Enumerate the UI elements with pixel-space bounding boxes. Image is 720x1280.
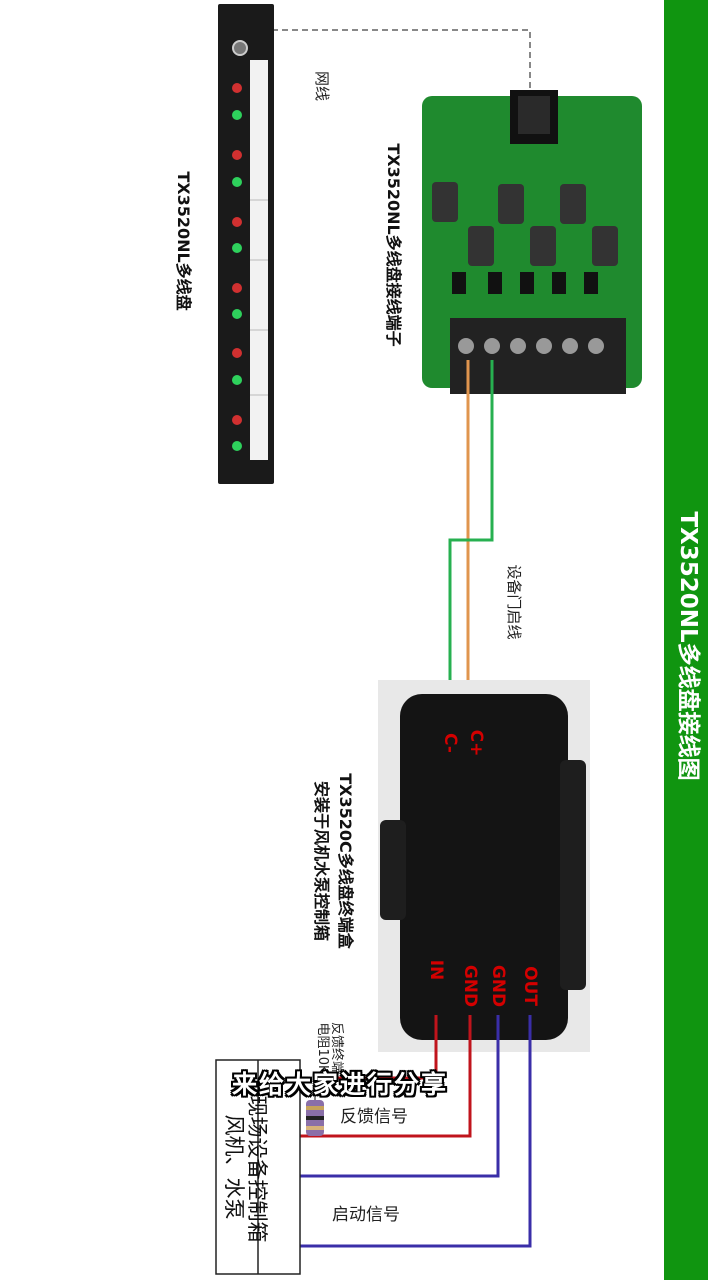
- equipment-wire-label: 设备门启线: [505, 564, 523, 640]
- pin-gnd-1: GND: [460, 964, 480, 1008]
- terminal-board: [422, 90, 642, 394]
- network-cable: [272, 29, 531, 92]
- control-box-label-2: 风机、水泵: [222, 1114, 246, 1220]
- pin-gnd-2: GND: [488, 964, 508, 1008]
- wire-gnd-1: [300, 1015, 472, 1138]
- wire-out: [300, 1015, 532, 1248]
- terminal-box-label-2: 安装于风机水泵控制箱: [312, 780, 331, 941]
- wire-c-minus: [448, 360, 494, 715]
- terminal-box-label-1: TX3520C多线盘终端盒: [336, 773, 355, 949]
- pin-c-minus: C-: [440, 733, 460, 753]
- pin-c-plus: C+: [466, 729, 486, 757]
- pin-in: IN: [426, 959, 446, 981]
- wire-in: [320, 1015, 438, 1080]
- terminal-board-label: TX3520NL多线盘接线端子: [384, 143, 403, 347]
- start-signal-label: 启动信号: [332, 1205, 400, 1225]
- multi-line-panel: [218, 4, 274, 484]
- panel-label: TX3520NL多线盘: [174, 171, 193, 311]
- feedback-signal-label: 反馈信号: [340, 1107, 408, 1127]
- video-caption: 来给大家进行分享: [231, 1070, 448, 1099]
- control-box: [215, 1059, 301, 1275]
- feedback-resistor: [306, 1080, 324, 1136]
- pin-out: OUT: [520, 966, 540, 1006]
- terminal-box-device: [378, 680, 590, 1052]
- network-wire-label: 网线: [313, 70, 331, 101]
- title-bar: [664, 0, 708, 1280]
- control-box-label-1: 现场设备控制箱: [245, 1095, 269, 1243]
- wire-gnd-2: [300, 1015, 500, 1178]
